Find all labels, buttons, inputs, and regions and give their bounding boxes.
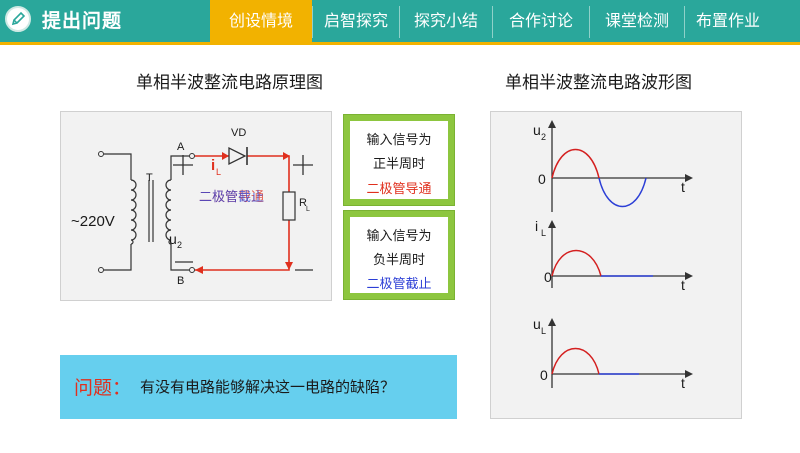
current-label: i [211, 157, 215, 174]
il-axis-label: i [535, 218, 538, 234]
diode-label: VD [231, 127, 246, 139]
tab-summary[interactable]: 探究小结 [413, 11, 478, 30]
tab-divider [312, 6, 313, 38]
ul-time-label: t [681, 375, 685, 391]
source-voltage-label: ~220V [71, 213, 115, 230]
u2-axis-label: u [533, 122, 541, 138]
circuit-diagram-title: 单相半波整流电路原理图 [136, 73, 323, 93]
il-origin-label: 0 [544, 269, 552, 285]
diode-symbol [228, 146, 247, 166]
positive-half-cycle-box: 输入信号为 正半周时 二极管导通 [343, 114, 455, 206]
il-conduct-half [551, 249, 602, 277]
tab-create-situation[interactable]: 创设情境 [210, 0, 312, 42]
secondary-voltage-subscript: 2 [177, 240, 182, 250]
input-terminal [98, 267, 104, 273]
waveform-u2: u 2 0 t [533, 120, 693, 212]
load-label: R [299, 197, 307, 209]
box-negative-line3: 二极管截止 [366, 277, 432, 292]
ul-conduct-half [551, 347, 600, 375]
box-negative-line1: 输入信号为 [366, 229, 432, 244]
node-b-label: B [177, 275, 184, 287]
load-resistor [282, 191, 296, 221]
u2-axis-subscript: 2 [541, 132, 546, 142]
node-a-label: A [177, 141, 185, 153]
u2-positive-half [551, 148, 600, 179]
waveform-panel: u 2 0 t i L 0 t u L 0 [490, 111, 742, 419]
circuit-diagram: ~220V T A B VD i L u 2 R L 二极管导通 二极管截止 [71, 127, 313, 287]
u2-origin-label: 0 [538, 171, 546, 187]
question-label: 问题： [74, 377, 132, 399]
circuit-panel: ~220V T A B VD i L u 2 R L 二极管导通 二极管截止 [60, 111, 332, 301]
load-subscript: L [306, 206, 310, 213]
tab-class-test[interactable]: 课堂检测 [604, 11, 669, 30]
box-positive-line3: 二极管导通 [366, 182, 432, 197]
input-terminal [98, 151, 104, 157]
tab-divider [589, 6, 590, 38]
waveform-il: i L 0 t [535, 218, 693, 293]
negative-half-cycle-box: 输入信号为 负半周时 二极管截止 [343, 210, 455, 300]
tab-discussion[interactable]: 合作讨论 [508, 11, 573, 30]
u2-time-label: t [681, 179, 685, 195]
tab-divider [492, 6, 493, 38]
transformer-label: T [146, 172, 153, 184]
ul-axis-label: u [533, 316, 541, 332]
box-negative-line2: 负半周时 [372, 253, 425, 268]
tab-homework[interactable]: 布置作业 [695, 11, 760, 30]
waveform-diagram: u 2 0 t i L 0 t u L 0 [533, 120, 693, 391]
ul-origin-label: 0 [540, 367, 548, 383]
u2-negative-half [598, 177, 647, 208]
question-box: 问题： 有没有电路能够解决这一电路的缺陷？ [60, 355, 457, 419]
waveform-title: 单相半波整流电路波形图 [505, 73, 692, 93]
tab-explore[interactable]: 启智探究 [323, 11, 388, 30]
il-time-label: t [681, 277, 685, 293]
terminal-b [189, 267, 195, 273]
secondary-voltage-label: u [169, 231, 177, 247]
tab-divider [399, 6, 400, 38]
box-positive-line1: 输入信号为 [366, 133, 432, 148]
current-subscript: L [216, 167, 221, 177]
header-bar [0, 0, 800, 42]
pencil-icon [5, 6, 31, 32]
il-axis-subscript: L [541, 228, 546, 238]
overlay-conduct-label: 二极管导通 [199, 189, 264, 204]
terminal-a [189, 153, 195, 159]
waveform-ul: u L 0 t [533, 316, 693, 391]
ul-axis-subscript: L [541, 326, 546, 336]
header-accent-line [0, 42, 800, 45]
tab-divider [684, 6, 685, 38]
box-positive-line2: 正半周时 [372, 157, 425, 172]
primary-coil [130, 179, 137, 245]
question-text: 有没有电路能够解决这一电路的缺陷？ [140, 378, 396, 396]
page-title: 提出问题 [42, 10, 123, 32]
secondary-coil [165, 179, 172, 245]
overlay-cutoff-label: 二极管截止 [199, 189, 264, 204]
